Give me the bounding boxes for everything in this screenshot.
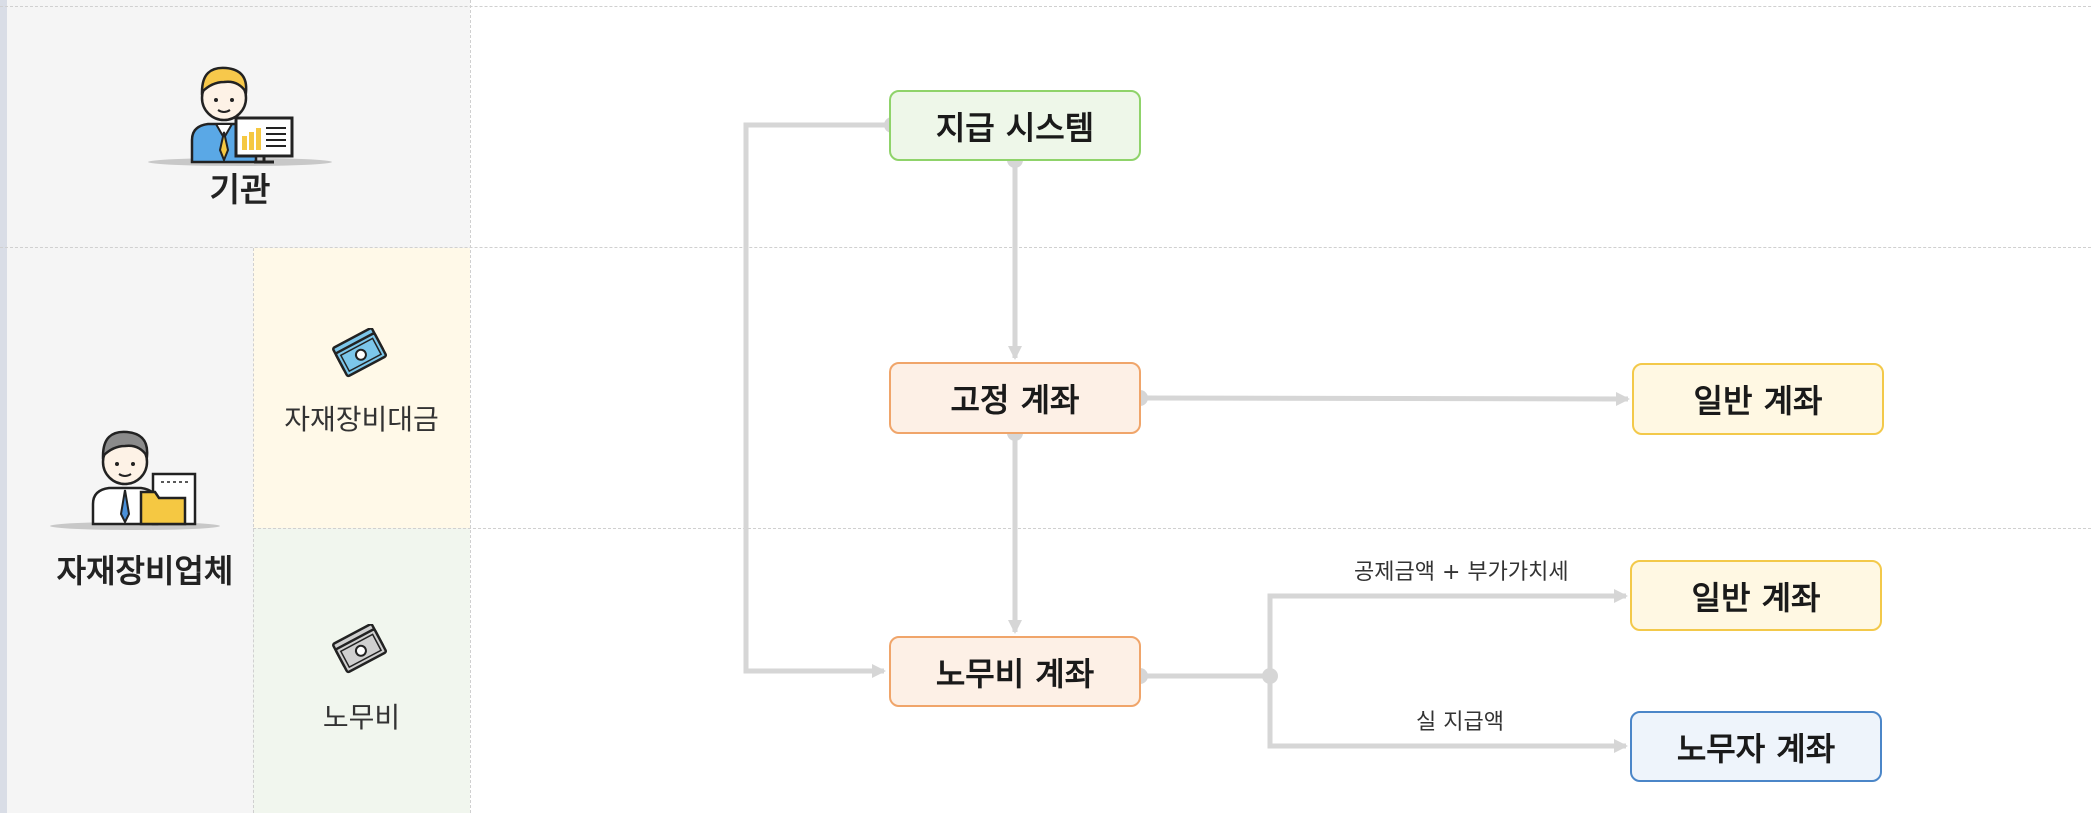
worker-account-node: 노무자 계좌	[1630, 711, 1882, 782]
edge-branch-to-general-2	[1267, 589, 1628, 676]
institution-label: 기관	[209, 170, 271, 209]
sublane-divider	[253, 248, 254, 813]
actual-payment-label: 실 지급액	[1416, 710, 1504, 735]
lane-divider-1	[0, 247, 2091, 248]
general-account-node-1: 일반 계좌	[1632, 363, 1884, 435]
materials-label: 자재장비대금	[284, 403, 439, 436]
edge-branch-to-worker	[1267, 676, 1628, 753]
top-divider	[0, 6, 2091, 7]
header-divider	[470, 0, 471, 813]
vendor-person-icon	[45, 418, 245, 530]
labor-label: 노무비	[322, 701, 401, 734]
general-account-node-2: 일반 계좌	[1630, 560, 1882, 631]
institution-person-icon	[140, 52, 340, 170]
labor-sublane-header	[253, 528, 470, 813]
vendor-label: 자재장비업체	[56, 552, 234, 590]
edge-fixed-to-general-1	[1139, 391, 1630, 406]
window-left-edge	[0, 0, 7, 813]
payment-system-node: 지급 시스템	[889, 90, 1141, 161]
labor-money-icon	[332, 623, 388, 674]
materials-money-icon	[332, 327, 388, 378]
deduction-vat-label: 공제금액 + 부가가치세	[1354, 560, 1569, 585]
materials-sublane-header	[253, 248, 470, 528]
vendor-lane-header	[7, 248, 253, 813]
lane-divider-2	[253, 528, 2091, 529]
fixed-account-node: 고정 계좌	[889, 362, 1141, 434]
labor-cost-account-node: 노무비 계좌	[889, 636, 1141, 707]
edge-system-to-labor	[743, 122, 892, 678]
